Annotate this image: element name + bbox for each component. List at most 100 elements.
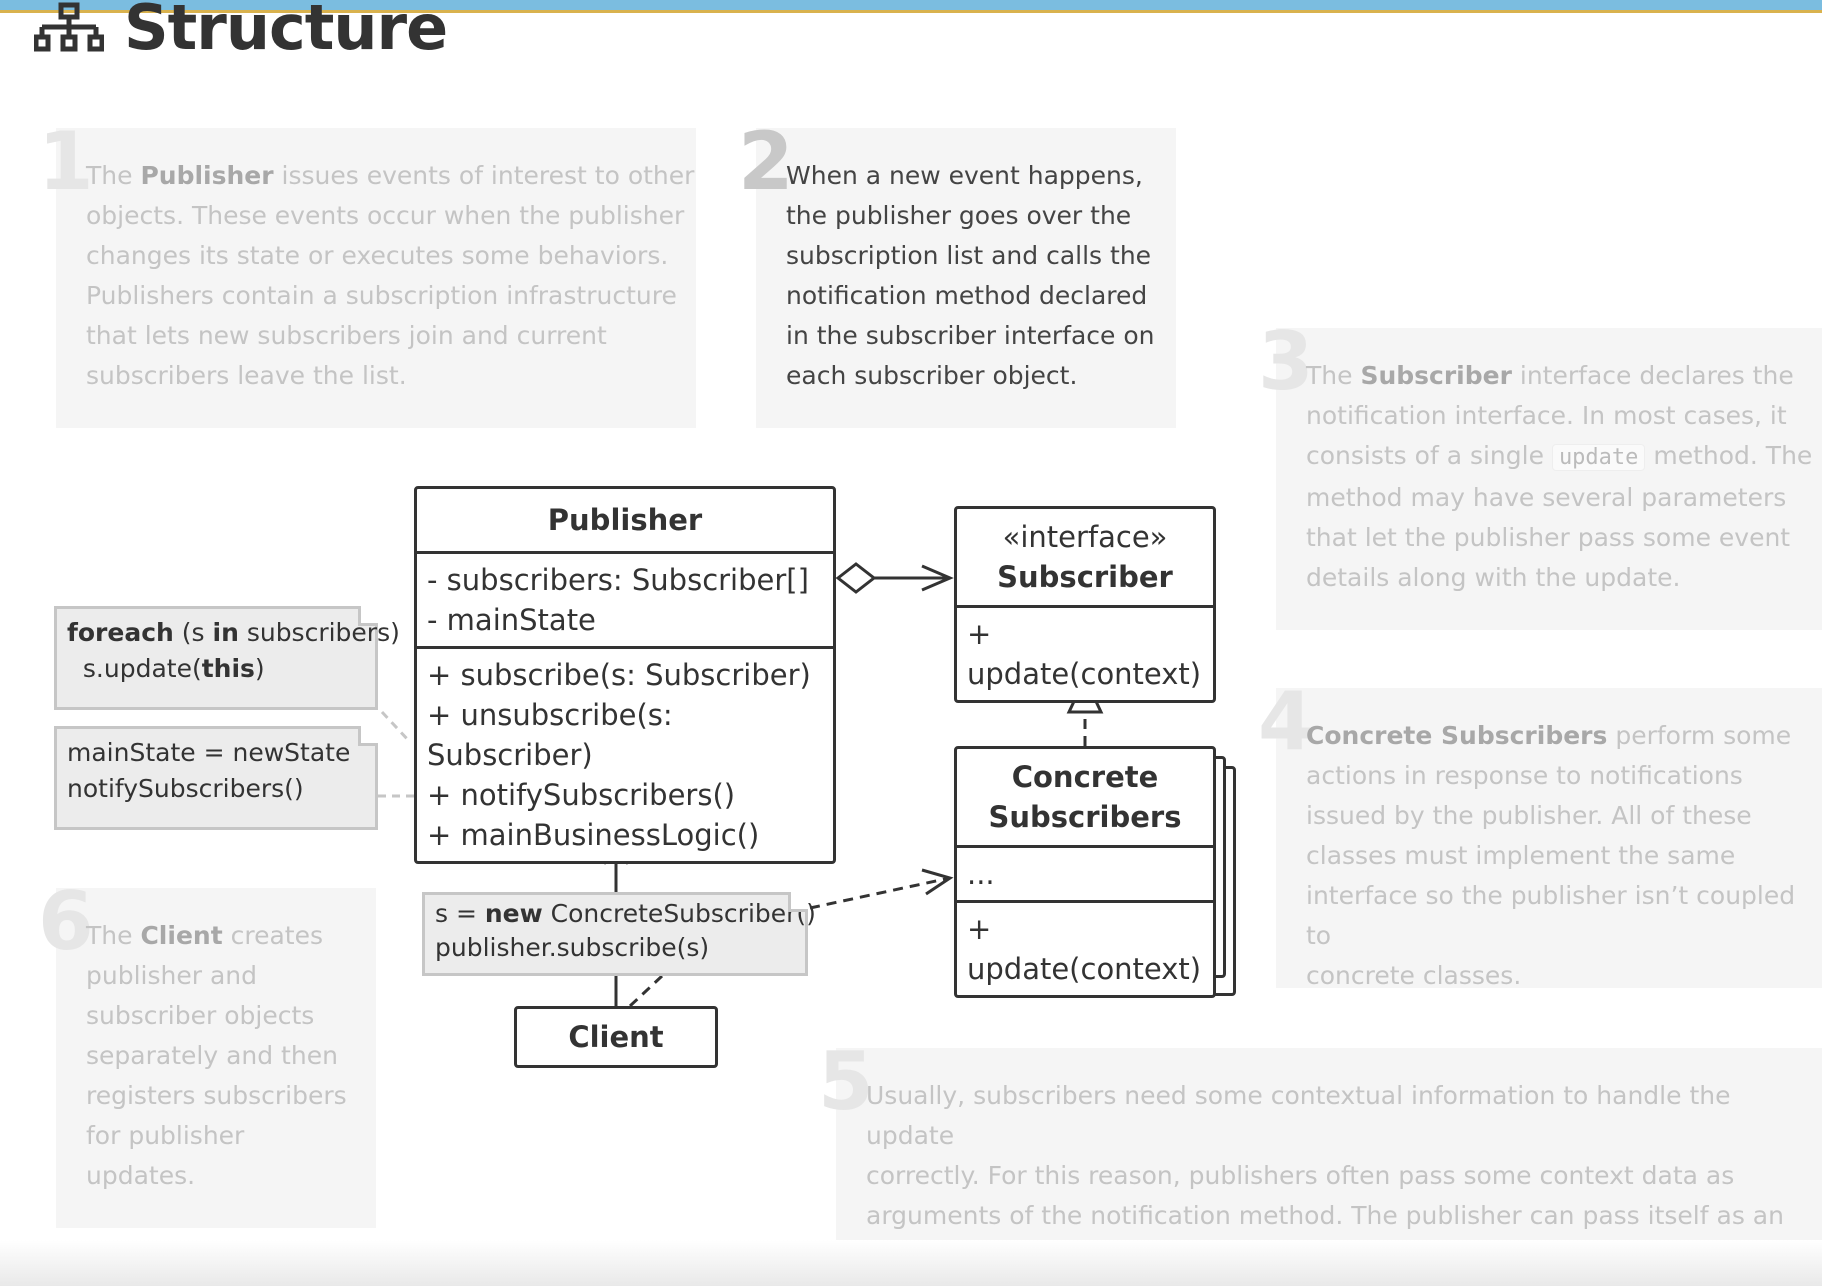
bold-term: Concrete Subscribers bbox=[1306, 721, 1608, 750]
text-line: The Client creates bbox=[86, 921, 323, 950]
publisher-fields: - subscribers: Subscriber[]- mainState bbox=[417, 554, 833, 649]
text-line: consists of a single update method. The bbox=[1306, 441, 1813, 471]
note-text: The Client creates publisher and subscribe… bbox=[86, 916, 347, 1196]
client-concrete-arrow bbox=[628, 868, 954, 1008]
code-text: mainState = newState notifySubscribers() bbox=[67, 735, 365, 807]
subscriber-methods: + update(context) bbox=[957, 608, 1213, 700]
subscriber-interface: «interface» Subscriber + update(context) bbox=[954, 506, 1216, 703]
page-title: Structure bbox=[124, 0, 448, 64]
note-number: 3 bbox=[1258, 315, 1314, 408]
text-line: subscriber objects bbox=[86, 1001, 315, 1030]
note-fold bbox=[788, 892, 808, 912]
note-text: The Publisher issues events of interest … bbox=[86, 156, 694, 396]
text-line: notification method declared bbox=[786, 281, 1148, 310]
text-line: for publisher bbox=[86, 1121, 245, 1150]
note-number: 4 bbox=[1258, 675, 1314, 768]
text-line: subscription list and calls the bbox=[786, 241, 1152, 270]
inline-code: update bbox=[1551, 444, 1646, 471]
concrete-header: Concrete Subscribers bbox=[957, 749, 1213, 848]
bold-term: in bbox=[212, 618, 239, 647]
interface-stereotype: «interface» bbox=[1002, 520, 1168, 554]
foreach-code-note: foreach (s in subscribers) s.update(this… bbox=[54, 606, 400, 710]
text-line: updates. bbox=[86, 1161, 196, 1190]
text-line: each subscriber object. bbox=[786, 361, 1078, 390]
client-code-note: s = new ConcreteSubscriber()publisher.su… bbox=[422, 892, 816, 976]
text-line: Publishers contain a subscription infras… bbox=[86, 281, 677, 310]
text-line: registers subscribers bbox=[86, 1081, 347, 1110]
text-line: subscribers leave the list. bbox=[86, 361, 407, 390]
uml-member: ... bbox=[967, 857, 995, 891]
bold-term: this bbox=[201, 654, 255, 683]
text-line: objects. These events occur when the pub… bbox=[86, 201, 685, 230]
text-line: notification interface. In most cases, i… bbox=[1306, 401, 1787, 430]
note-5: 5 Usually, subscribers need some context… bbox=[818, 1042, 1822, 1270]
code-text: foreach (s in subscribers) s.update(this… bbox=[67, 615, 400, 687]
hierarchy-icon bbox=[34, 2, 104, 52]
code-text: s = new ConcreteSubscriber()publisher.su… bbox=[435, 897, 816, 965]
text-line: changes its state or executes some behav… bbox=[86, 241, 669, 270]
note-1: 1 The Publisher issues events of interes… bbox=[38, 122, 696, 428]
note-text: The Subscriber interface declares the not… bbox=[1306, 356, 1812, 598]
note-number: 6 bbox=[38, 875, 94, 968]
text-line: classes must implement the same bbox=[1306, 841, 1736, 870]
concrete-name-line1: Concrete bbox=[1011, 760, 1159, 794]
text-line: actions in response to notifications bbox=[1306, 761, 1743, 790]
text-line: that let the publisher pass some event bbox=[1306, 523, 1791, 552]
publisher-class-name: Publisher bbox=[417, 489, 833, 554]
note-number: 2 bbox=[738, 115, 794, 208]
text-line: method may have several parameters bbox=[1306, 483, 1787, 512]
text-line: interface so the publisher isn’t coupled… bbox=[1306, 881, 1796, 950]
text-line: The Subscriber interface declares the bbox=[1306, 361, 1794, 390]
text-line: Concrete Subscribers perform some bbox=[1306, 721, 1792, 750]
concrete-fields: ... bbox=[957, 848, 1213, 903]
subscriber-class-name: Subscriber bbox=[997, 560, 1173, 594]
text-line: When a new event happens, bbox=[786, 161, 1143, 190]
concrete-name-line2: Subscribers bbox=[988, 800, 1182, 834]
uml-member: + notifySubscribers() bbox=[427, 778, 736, 812]
text-line: in the subscriber interface on bbox=[786, 321, 1155, 350]
text-line: foreach (s in subscribers) bbox=[67, 618, 400, 647]
text-line: Usually, subscribers need some contextua… bbox=[866, 1081, 1731, 1150]
text-line: concrete classes. bbox=[1306, 961, 1522, 990]
note-number: 1 bbox=[38, 115, 94, 208]
text-line: s = new ConcreteSubscriber() bbox=[435, 899, 816, 928]
uml-member: + update(context) bbox=[967, 617, 1202, 691]
top-banner bbox=[0, 0, 1822, 13]
bold-term: foreach bbox=[67, 618, 174, 647]
note-fold bbox=[358, 726, 378, 746]
bold-term: new bbox=[484, 899, 543, 928]
text-line: correctly. For this reason, publishers o… bbox=[866, 1161, 1735, 1190]
uml-member: - subscribers: Subscriber[] bbox=[427, 563, 809, 597]
note-text: When a new event happens,the publisher g… bbox=[786, 156, 1155, 396]
client-class-name: Client bbox=[568, 1020, 664, 1054]
text-line: arguments of the notification method. Th… bbox=[866, 1201, 1784, 1230]
uml-member: + subscribe(s: Subscriber) bbox=[427, 658, 811, 692]
foreach-note-link bbox=[380, 710, 412, 744]
text-line: The Publisher issues events of interest … bbox=[86, 161, 695, 190]
uml-member: + unsubscribe(s: Subscriber) bbox=[427, 698, 673, 772]
text-line: publisher and bbox=[86, 961, 257, 990]
note-2: 2 When a new event happens,the publisher… bbox=[738, 122, 1176, 428]
note-text: Concrete Subscribers perform some actions… bbox=[1306, 716, 1822, 996]
publisher-methods: + subscribe(s: Subscriber) + unsubscribe(… bbox=[417, 649, 833, 861]
text-line: notifySubscribers() bbox=[67, 774, 304, 803]
subscriber-header: «interface» Subscriber bbox=[957, 509, 1213, 608]
text-line: s.update(this) bbox=[67, 654, 265, 683]
mainstate-code-note: mainState = newState notifySubscribers() bbox=[54, 726, 378, 830]
aggregation-arrow bbox=[835, 562, 954, 594]
uml-member: + mainBusinessLogic() bbox=[427, 818, 760, 852]
client-class: Client bbox=[514, 1006, 718, 1068]
bold-term: Publisher bbox=[140, 161, 274, 190]
publisher-class: Publisher - subscribers: Subscriber[]- m… bbox=[414, 486, 836, 864]
concrete-methods: + update(context) bbox=[957, 903, 1213, 995]
text-line: mainState = newState bbox=[67, 738, 351, 767]
note-number: 5 bbox=[818, 1035, 874, 1128]
bold-term: Client bbox=[140, 921, 223, 950]
text-line: details along with the update. bbox=[1306, 563, 1681, 592]
text-line: separately and then bbox=[86, 1041, 338, 1070]
bold-term: Subscriber bbox=[1360, 361, 1512, 390]
concrete-subscribers-class: Concrete Subscribers ... + update(contex… bbox=[954, 746, 1216, 998]
